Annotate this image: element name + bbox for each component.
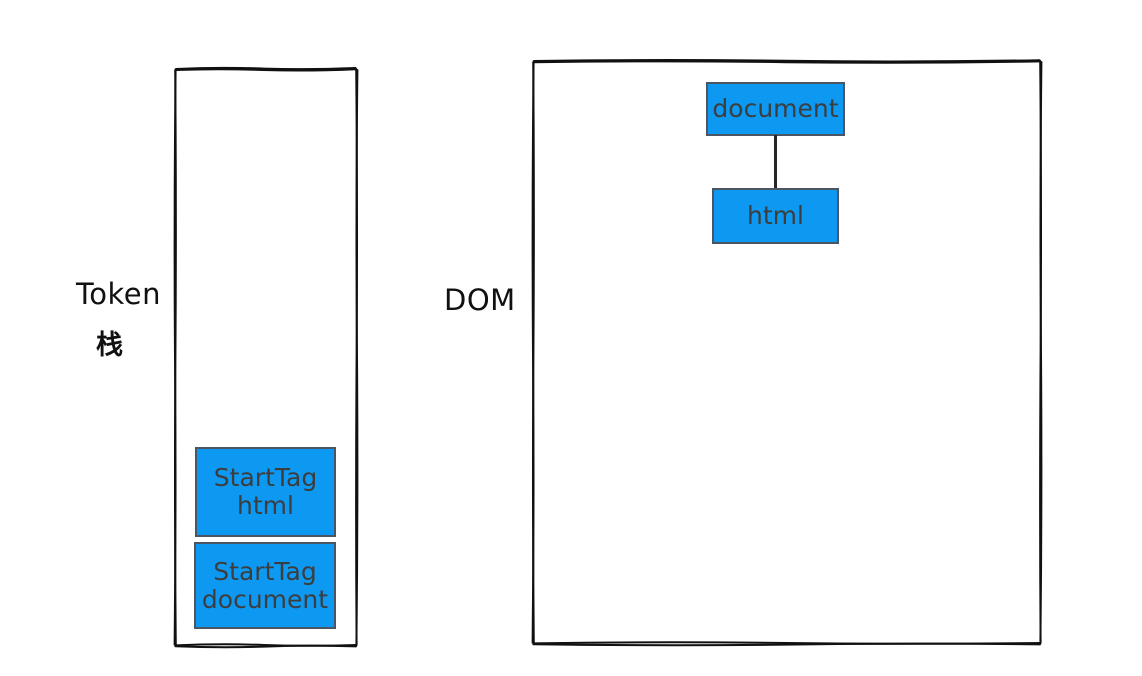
token-stack-item[interactable]: StartTag document — [194, 542, 336, 629]
token-stack-container — [172, 64, 360, 650]
token-stack-item[interactable]: StartTag html — [195, 447, 336, 537]
token-panel-label-cjk: 栈 — [96, 330, 124, 361]
token-item-tag-type: StartTag — [213, 463, 318, 492]
dom-node-html[interactable]: html — [712, 188, 839, 244]
token-item-tag-name: html — [237, 491, 294, 520]
token-item-tag-type: StartTag — [213, 556, 317, 586]
token-item-tag-name: document — [201, 584, 329, 614]
dom-node-label: document — [712, 94, 839, 123]
dom-node-document[interactable]: document — [706, 82, 845, 136]
dom-panel-label: DOM — [444, 283, 516, 317]
dom-tree-edge-document-html — [774, 135, 777, 189]
dom-tree-container — [530, 56, 1044, 648]
token-panel-label: Token — [76, 277, 162, 311]
dom-node-label: html — [747, 201, 804, 230]
